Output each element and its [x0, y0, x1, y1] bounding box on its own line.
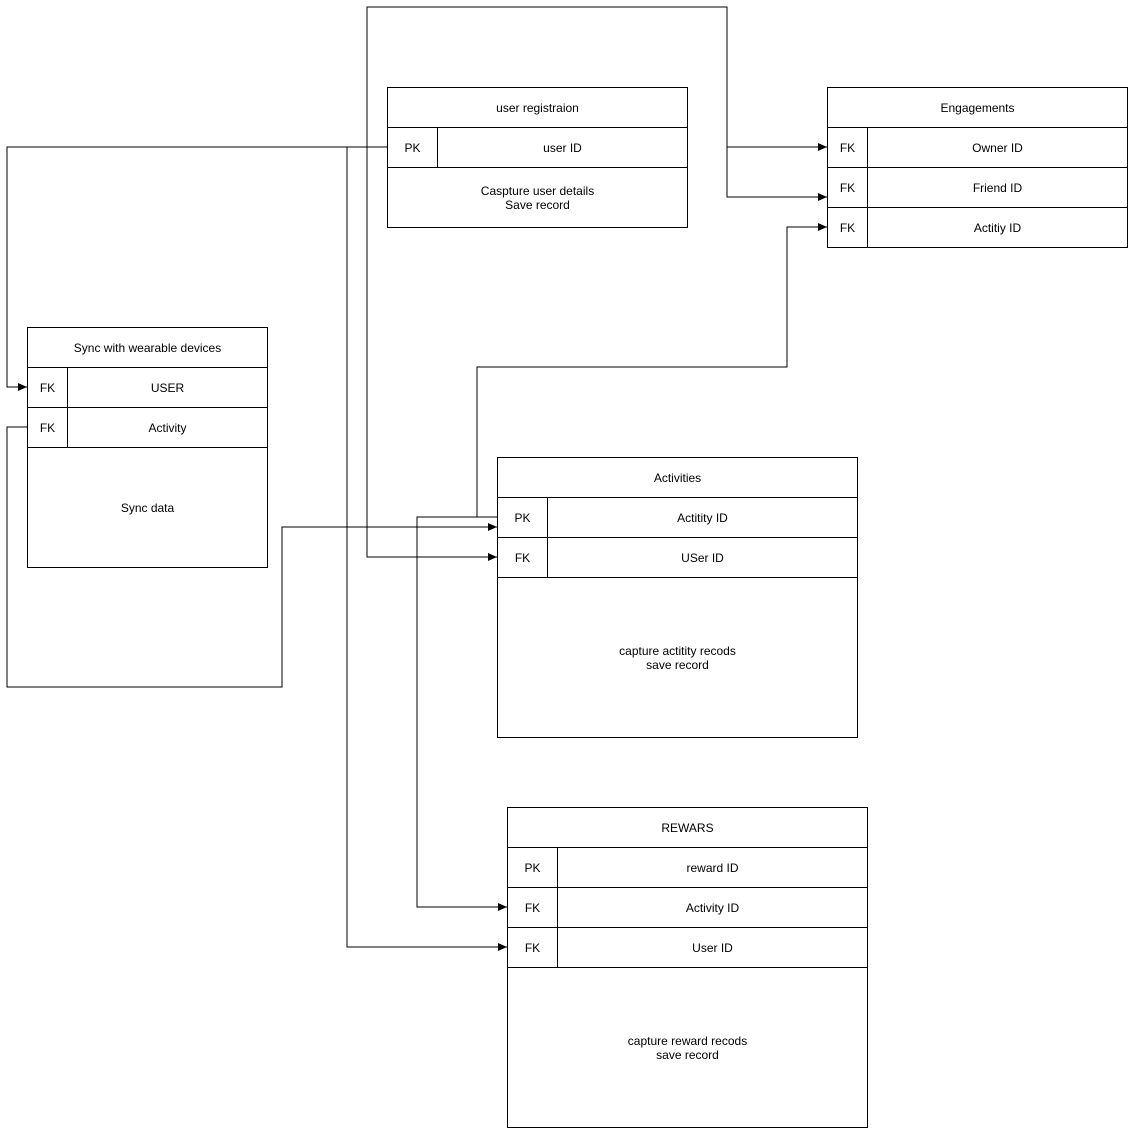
entity-row-activity-id: FK Actitiy ID: [828, 208, 1127, 248]
entity-activities[interactable]: Activities PK Actitity ID FK USer ID cap…: [497, 457, 858, 738]
fk-label: FK: [28, 408, 68, 447]
entity-row-activity: FK Activity: [28, 408, 267, 448]
field-reward-id: reward ID: [686, 860, 739, 875]
entity-description: capture reward recods save record: [627, 1033, 748, 1062]
fk-label: FK: [498, 538, 548, 577]
connector-user-to-rewards-user: [346, 146, 507, 951]
entity-row-reward-id: PK reward ID: [508, 848, 867, 888]
entity-rewards[interactable]: REWARS PK reward ID FK Activity ID FK Us…: [507, 807, 868, 1128]
entity-row-owner-id: FK Owner ID: [828, 128, 1127, 168]
entity-row-user-id: FK USer ID: [498, 538, 857, 578]
entity-user-registration[interactable]: user registraion PK user ID Caspture use…: [387, 87, 688, 228]
fk-label: FK: [828, 168, 868, 207]
entity-sync-wearable[interactable]: Sync with wearable devices FK USER FK Ac…: [27, 327, 268, 568]
entity-row-user-id: FK User ID: [508, 928, 867, 968]
connector-user-to-engagements-friend: [366, 6, 827, 201]
fk-label: FK: [28, 368, 68, 407]
entity-description: capture actitity recods save record: [619, 643, 736, 672]
field-activity: Activity: [148, 420, 187, 435]
pk-label: PK: [498, 498, 548, 537]
pk-label: PK: [508, 848, 558, 887]
entity-row-user-id: PK user ID: [388, 128, 687, 168]
field-user-id: user ID: [543, 140, 582, 155]
connector-user-to-sync-user: [6, 146, 387, 391]
field-activity-id: Actitity ID: [677, 510, 728, 525]
entity-row-activity-id: FK Activity ID: [508, 888, 867, 928]
field-friend-id: Friend ID: [972, 180, 1023, 195]
field-user-id: User ID: [692, 940, 733, 955]
field-activity-id: Activity ID: [685, 900, 740, 915]
entity-description: Sync data: [120, 500, 175, 515]
entity-title: Sync with wearable devices: [28, 328, 267, 368]
entity-title: user registraion: [388, 88, 687, 128]
fk-label: FK: [828, 208, 868, 248]
field-activity-id: Actitiy ID: [973, 221, 1022, 235]
entity-row-user: FK USER: [28, 368, 267, 408]
field-owner-id: Owner ID: [972, 140, 1023, 155]
entity-title: Engagements: [828, 88, 1127, 128]
entity-row-friend-id: FK Friend ID: [828, 168, 1127, 208]
entity-row-activity-id: PK Actitity ID: [498, 498, 857, 538]
fk-label: FK: [508, 928, 558, 967]
connector-sync-to-activities: [6, 426, 497, 688]
pk-label: PK: [388, 128, 438, 167]
connector-activity-to-rewards: [416, 516, 507, 911]
entity-description: Caspture user details Save record: [480, 183, 595, 212]
entity-engagements[interactable]: Engagements FK Owner ID FK Friend ID FK …: [827, 87, 1128, 248]
fk-label: FK: [508, 888, 558, 927]
entity-title: Activities: [498, 458, 857, 498]
entity-title: REWARS: [508, 808, 867, 848]
field-user-id: USer ID: [681, 550, 724, 565]
field-user: USER: [150, 380, 185, 395]
fk-label: FK: [828, 128, 868, 167]
